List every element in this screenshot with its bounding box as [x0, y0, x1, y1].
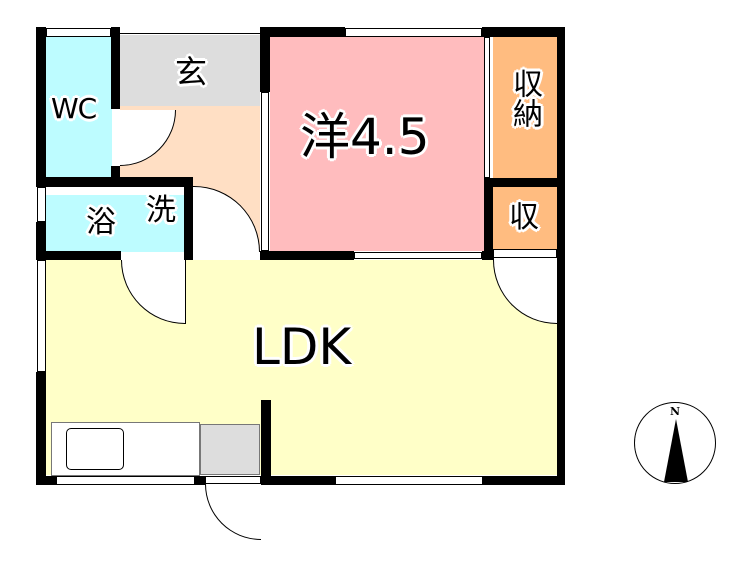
compass-arrow-icon	[664, 419, 688, 482]
wall-outer-left-mid	[36, 222, 46, 260]
door-exterior	[205, 484, 261, 540]
wall-wc-entrance-low	[111, 166, 120, 186]
door-exterior-frame	[205, 476, 261, 484]
window-entrance-top	[120, 33, 260, 35]
wall-wc-entrance	[111, 27, 120, 109]
window-wc-top	[46, 28, 111, 37]
label-closet-large: 収納	[507, 68, 542, 128]
label-closet-large-text: 収納	[507, 68, 542, 128]
room-wc	[46, 37, 112, 185]
wall-western-ldk	[260, 251, 354, 260]
wall-outer-right	[557, 27, 565, 485]
wall-bottom-mid	[195, 476, 205, 485]
compass: N	[634, 402, 716, 484]
room-entrance	[120, 34, 260, 106]
window-ldk-bottom	[335, 476, 483, 485]
wall-bottom-right-a	[261, 476, 335, 485]
label-closet-small: 収	[509, 200, 539, 235]
wall-outer-left-bottom	[36, 372, 46, 485]
label-washroom: 洗	[146, 193, 176, 228]
wall-western-closet	[484, 178, 493, 260]
wall-western-ldk-right	[482, 251, 493, 260]
window-kitchen-bottom	[56, 476, 195, 485]
label-bath: 浴	[86, 205, 116, 240]
room-western	[270, 37, 486, 251]
label-wc: WC	[51, 92, 97, 125]
room-closet-large	[493, 37, 557, 178]
wall-top-western-left	[260, 27, 345, 37]
room-closet-small	[493, 187, 557, 249]
wall-closet-divider	[484, 178, 557, 187]
window-ldk-left	[37, 260, 46, 372]
kitchen-appliance-space	[200, 424, 260, 475]
label-western: 洋4.5	[300, 108, 430, 166]
wall-top-left	[36, 27, 46, 37]
sliding-door-hall-western	[261, 92, 269, 251]
wall-ldk-partition	[261, 400, 271, 485]
sliding-door-western-ldk	[354, 252, 482, 259]
wall-bath-ldk	[36, 251, 121, 260]
wall-wash-hall	[184, 177, 193, 260]
label-ldk: LDK	[252, 318, 352, 376]
sliding-door-western-closet	[484, 37, 490, 178]
wall-outer-left-top	[36, 27, 46, 187]
wall-entrance-western	[260, 27, 270, 92]
wall-bath-ldk-mid	[184, 251, 193, 260]
wall-wc-bath	[36, 177, 193, 187]
closet-small-door-frame	[493, 249, 557, 258]
wall-bottom-right-b	[483, 476, 565, 485]
wall-bottom-left	[36, 476, 56, 485]
label-entrance: 玄	[175, 53, 208, 91]
room-bath-wash	[46, 195, 184, 252]
wall-top-western-right	[482, 27, 565, 37]
window-bath-left	[37, 187, 46, 222]
compass-north-label: N	[669, 405, 681, 418]
window-western-top	[345, 28, 482, 37]
kitchen-sink	[66, 428, 124, 470]
